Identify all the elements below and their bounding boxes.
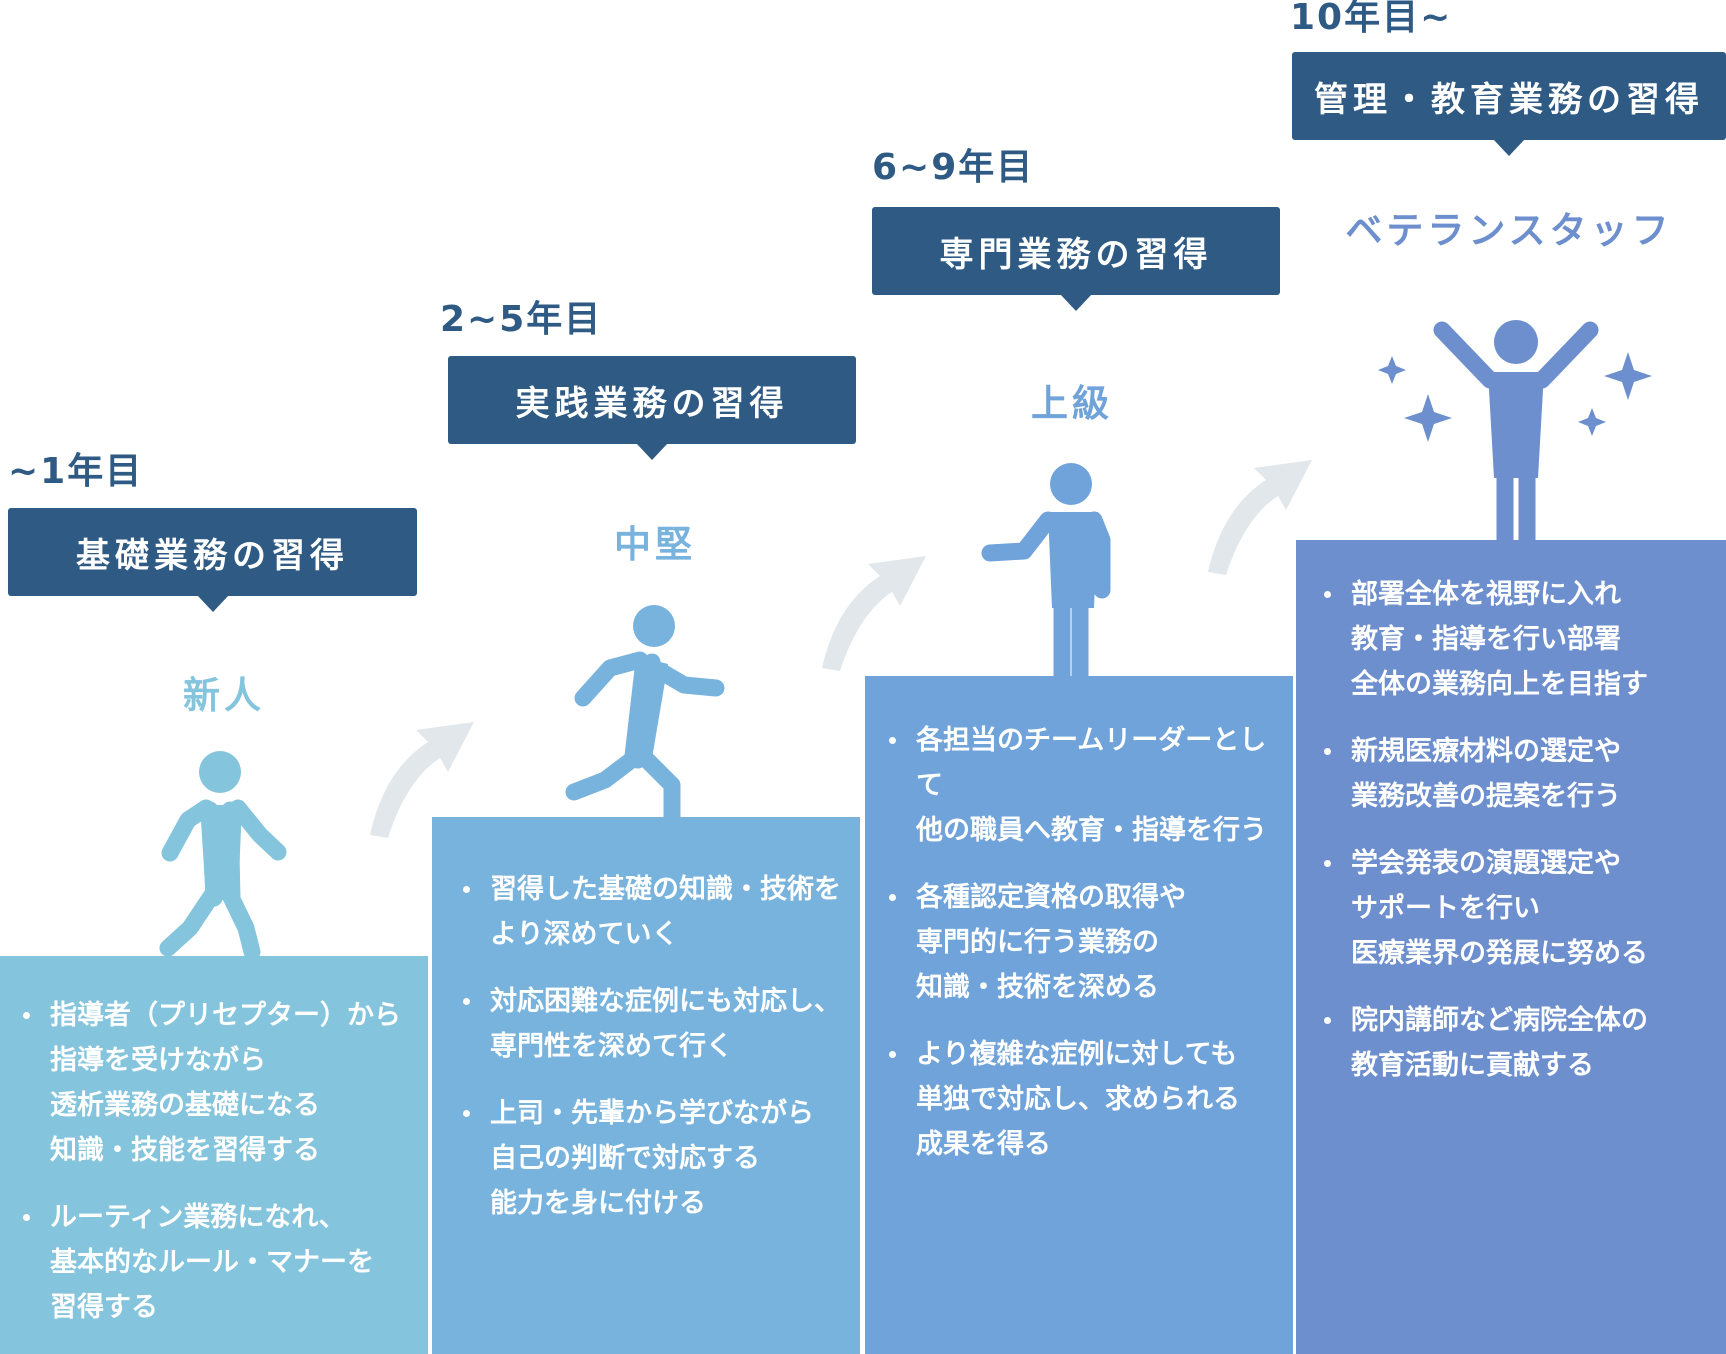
stage-4-role: ベテランスタッフ [1345, 209, 1673, 252]
stage-3-title: 専門業務の習得 [872, 207, 1280, 311]
stage-2-title-text: 実践業務の習得 [515, 383, 789, 424]
stage-4-column: 部署全体を視野に入れ 教育・指導を行い部署 全体の業務向上を目指す 新規医療材料… [1296, 540, 1726, 1354]
stage-2-bullet-3: 上司・先輩から学びながら 自己の判断で対応する 能力を身に付ける [457, 1091, 852, 1226]
stage-3-title-text: 専門業務の習得 [939, 234, 1213, 275]
stage-2-bullet-1: 習得した基礎の知識・技術を より深めていく [457, 867, 852, 957]
stage-2-year: 2~5年目 [440, 299, 603, 340]
arrow-3-icon [1208, 460, 1312, 575]
stage-4-bullet-3: 学会発表の演題選定や サポートを行い 医療業界の発展に努める [1318, 841, 1718, 976]
stage-1-bullet-1: 指導者（プリセプター）から 指導を受けながら 透析業務の基礎になる 知識・技能を… [17, 993, 420, 1173]
stage-2-title: 実践業務の習得 [448, 356, 856, 460]
stage-1-year: ~1年目 [8, 451, 144, 492]
arrow-1-icon [370, 722, 474, 838]
stage-4-title-text: 管理・教育業務の習得 [1314, 79, 1704, 120]
stage-1-column: 指導者（プリセプター）から 指導を受けながら 透析業務の基礎になる 知識・技能を… [0, 956, 428, 1354]
stage-4-bullet-2: 新規医療材料の選定や 業務改善の提案を行う [1318, 729, 1718, 819]
stage-1-bullet-list: 指導者（プリセプター）から 指導を受けながら 透析業務の基礎になる 知識・技能を… [17, 993, 420, 1330]
stage-3-role: 上級 [1031, 382, 1113, 425]
stage-2-column: 習得した基礎の知識・技術を より深めていく 対応困難な症例にも対応し、 専門性を… [432, 817, 860, 1354]
stage-3-bullet-list: 各担当のチームリーダーとして 他の職員へ教育・指導を行う 各種認定資格の取得や … [883, 718, 1285, 1167]
sparkle-icon [1404, 394, 1452, 442]
stage-4-title: 管理・教育業務の習得 [1292, 52, 1726, 156]
stage-1-role: 新人 [183, 674, 265, 717]
stage-2-bullet-list: 習得した基礎の知識・技術を より深めていく 対応困難な症例にも対応し、 専門性を… [457, 867, 852, 1226]
stage-3-bullet-3: より複雑な症例に対しても 単独で対応し、求められる 成果を得る [883, 1032, 1285, 1167]
stage-4-year: 10年目~ [1290, 0, 1453, 38]
stage-3-year: 6~9年目 [872, 147, 1035, 188]
stage-1-title: 基礎業務の習得 [8, 508, 417, 612]
sparkle-icon [1578, 408, 1606, 436]
stage-2-bullet-2: 対応困難な症例にも対応し、 専門性を深めて行く [457, 979, 852, 1069]
sparkle-icon [1378, 356, 1406, 384]
stage-3-bullet-1: 各担当のチームリーダーとして 他の職員へ教育・指導を行う [883, 718, 1285, 853]
arrow-2-icon [822, 556, 926, 671]
stage-3-bullet-2: 各種認定資格の取得や 専門的に行う業務の 知識・技術を深める [883, 875, 1285, 1010]
sparkle-icon [1604, 352, 1652, 400]
stage-4-bullet-list: 部署全体を視野に入れ 教育・指導を行い部署 全体の業務向上を目指す 新規医療材料… [1318, 572, 1718, 1088]
stage-1-title-text: 基礎業務の習得 [76, 535, 349, 576]
stage-4-bullet-1: 部署全体を視野に入れ 教育・指導を行い部署 全体の業務向上を目指す [1318, 572, 1718, 707]
stage-1-bullet-2: ルーティン業務になれ、 基本的なルール・マナーを 習得する [17, 1195, 420, 1330]
stage-3-column: 各担当のチームリーダーとして 他の職員へ教育・指導を行う 各種認定資格の取得や … [865, 676, 1293, 1354]
stage-4-bullet-4: 院内講師など病院全体の 教育活動に貢献する [1318, 998, 1718, 1088]
stage-2-role: 中堅 [614, 523, 696, 566]
